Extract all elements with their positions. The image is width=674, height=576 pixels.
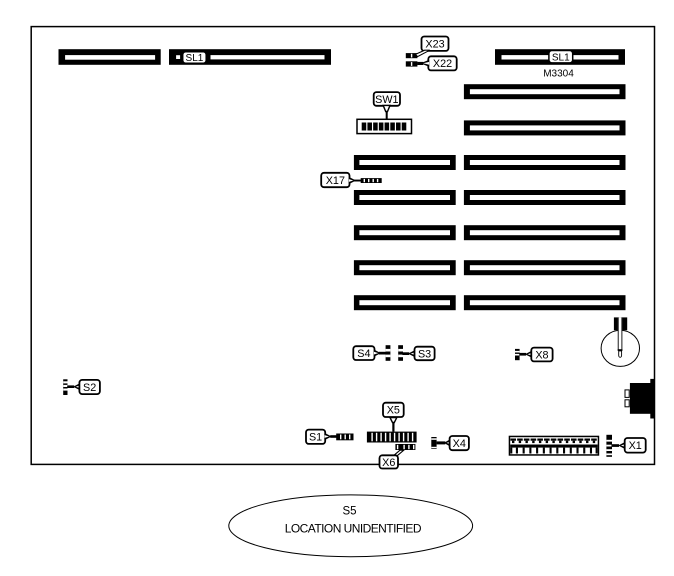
svg-text:M3304: M3304: [543, 69, 574, 80]
svg-text:S2: S2: [83, 382, 96, 394]
svg-text:SL1: SL1: [552, 52, 570, 63]
svg-text:X6: X6: [382, 457, 395, 469]
svg-text:LOCATION UNIDENTIFIED: LOCATION UNIDENTIFIED: [285, 522, 422, 536]
svg-text:X4: X4: [453, 438, 466, 450]
svg-text:X23: X23: [425, 39, 444, 51]
svg-text:X22: X22: [433, 58, 452, 70]
svg-text:S5: S5: [342, 506, 356, 518]
svg-text:X8: X8: [535, 349, 548, 361]
svg-text:X1: X1: [629, 440, 642, 452]
svg-text:SL1: SL1: [186, 53, 204, 64]
svg-text:X17: X17: [326, 175, 345, 187]
svg-text:S4: S4: [357, 348, 370, 360]
svg-text:S1: S1: [309, 432, 322, 444]
svg-text:X5: X5: [387, 405, 400, 417]
svg-text:S3: S3: [418, 348, 431, 360]
svg-text:SW1: SW1: [375, 94, 398, 106]
